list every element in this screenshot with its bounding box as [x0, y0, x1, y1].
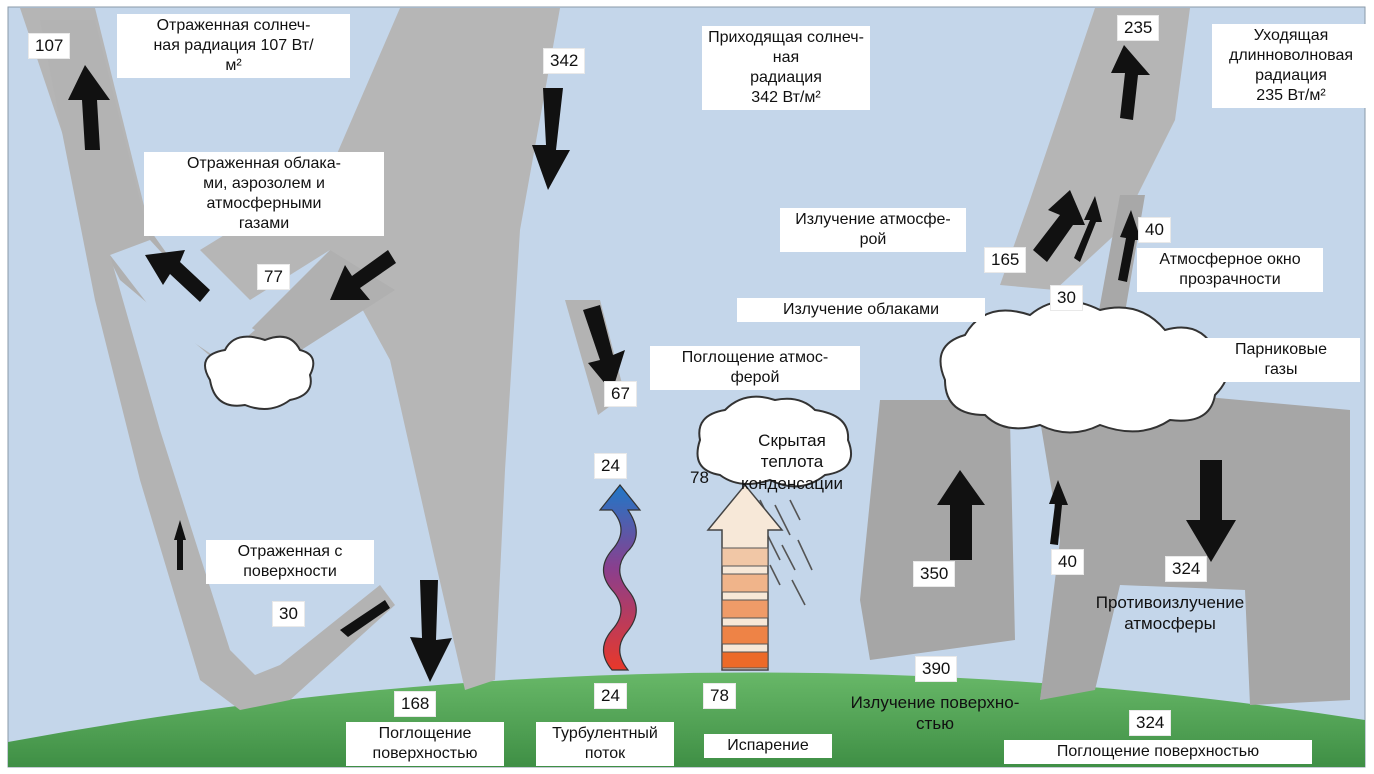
thermals-arrow — [598, 484, 642, 671]
surface-emission-block — [860, 380, 1350, 705]
label-atmosphere-emission: Излучение атмосфе- рой — [780, 208, 966, 252]
arrow-surface-reflect-in — [340, 600, 390, 637]
value-surface-emission-up: 350 — [913, 561, 956, 587]
label-thermals: Турбулентный поток — [536, 722, 674, 766]
label-incoming-solar: Приходящая солнеч- ная радиация 342 Вт/м… — [702, 26, 870, 110]
label-greenhouse-gases: Парниковые газы — [1202, 338, 1360, 382]
arrow-atmos-up — [1033, 190, 1085, 262]
label-clouds-emission: Излучение облаками — [737, 298, 985, 322]
value-incoming: 342 — [543, 48, 586, 74]
arrow-surface-reflect-up — [174, 520, 186, 570]
value-atmosphere-emission: 165 — [984, 247, 1027, 273]
surface-reflection-band — [40, 20, 395, 710]
surface-reflection-inner — [110, 240, 255, 360]
cloud-left — [204, 335, 315, 410]
label-absorbed-surface-left: Поглощение поверхностью — [346, 722, 504, 766]
label-latent-heat: Скрытая теплота конденсации — [741, 431, 843, 493]
value-reflected-total: 107 — [28, 33, 71, 59]
value-clouds-emission: 30 — [1050, 285, 1083, 311]
label-evapotranspiration: Испарение — [704, 734, 832, 758]
value-absorbed-surface: 168 — [394, 691, 437, 717]
arrow-absorbed-down — [583, 305, 625, 392]
value-absorbed-atmosphere: 67 — [604, 381, 637, 407]
arrow-reflected-up — [68, 65, 110, 150]
value-window-bottom: 40 — [1051, 549, 1084, 575]
label-reflected-surface: Отраженная с поверхности — [206, 540, 374, 584]
value-window-top: 40 — [1138, 217, 1171, 243]
value-outgoing: 235 — [1117, 15, 1160, 41]
value-thermals-top: 24 — [594, 453, 627, 479]
value-reflected-clouds: 77 — [257, 264, 290, 290]
arrow-window-bottom — [1049, 480, 1068, 545]
arrow-surface-up — [937, 470, 985, 560]
label-absorbed-surface-right: Поглощение поверхностью — [1004, 740, 1312, 764]
label-surface-emission: Излучение поверхно- стью — [850, 693, 1020, 734]
label-atmospheric-window: Атмосферное окно прозрачности — [1137, 248, 1323, 292]
value-evaporation-bottom: 78 — [703, 683, 736, 709]
arrow-outgoing-up — [1111, 45, 1150, 120]
value-surface-emission-total: 390 — [915, 656, 958, 682]
arrow-clouds-left — [145, 250, 210, 302]
arrow-clouds-right — [330, 250, 396, 300]
label-back-radiation: Противоизлучение атмосферы — [1095, 593, 1245, 634]
label-outgoing-longwave: Уходящая длинноволновая радиация 235 Вт/… — [1212, 24, 1370, 108]
value-back-radiation-bottom: 324 — [1129, 710, 1172, 736]
incoming-beam — [200, 8, 560, 690]
cloud-small — [696, 395, 853, 488]
value-reflected-surface: 30 — [272, 601, 305, 627]
value-latent-top: 78 — [690, 468, 709, 487]
label-reflected-solar: Отраженная солнеч- ная радиация 107 Вт/ … — [117, 14, 350, 78]
flow-arrows — [68, 45, 1236, 682]
label-absorbed-atmosphere: Поглощение атмос- ферой — [650, 346, 860, 390]
value-back-radiation-top: 324 — [1165, 556, 1208, 582]
outgoing-beam — [1000, 8, 1190, 290]
value-thermals-bottom: 24 — [594, 683, 627, 709]
arrow-incoming-down — [532, 88, 570, 190]
arrow-surface-absorbed — [410, 580, 452, 682]
arrow-back-down — [1186, 460, 1236, 562]
evaporation-arrow — [706, 483, 784, 671]
arrow-window-up — [1118, 210, 1141, 282]
arrow-window-small — [1074, 196, 1102, 262]
label-reflected-clouds: Отраженная облака- ми, аэрозолем и атмос… — [144, 152, 384, 236]
